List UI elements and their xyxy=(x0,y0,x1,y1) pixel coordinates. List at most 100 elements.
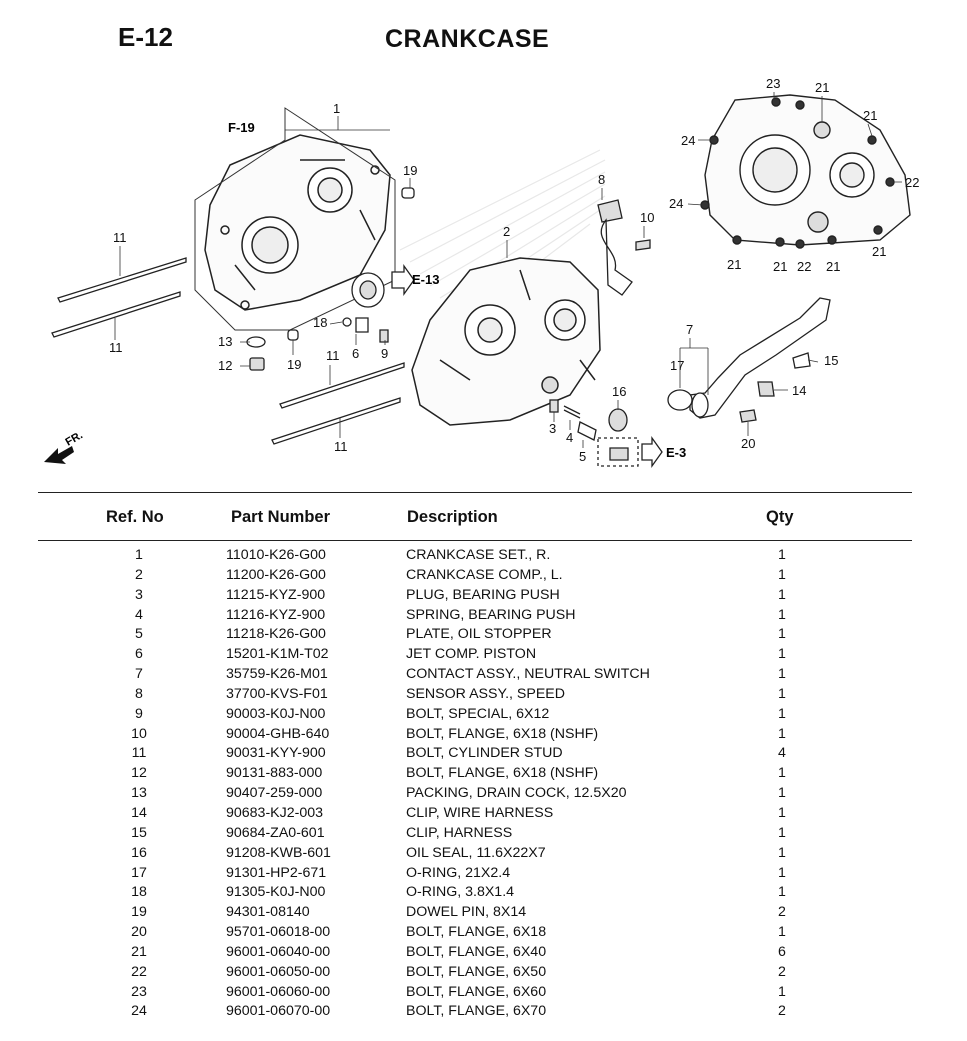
description-cell: CONTACT ASSY., NEUTRAL SWITCH xyxy=(406,666,650,683)
description-cell: BOLT, SPECIAL, 6X12 xyxy=(406,705,550,722)
qty-cell: 4 xyxy=(778,745,786,762)
ref-arrow-e13: E-13 xyxy=(391,263,439,297)
ref-cell: 10 xyxy=(131,725,147,742)
ref-f19: F-19 xyxy=(228,120,255,135)
callout-18: 18 xyxy=(313,315,327,330)
leader-lines xyxy=(114,92,902,448)
callout-3: 3 xyxy=(549,421,556,436)
part-number-cell: 11200-K26-G00 xyxy=(226,566,326,583)
qty-cell: 1 xyxy=(778,785,786,802)
description-cell: CLIP, WIRE HARNESS xyxy=(406,804,554,821)
qty-cell: 1 xyxy=(778,884,786,901)
ref-cell: 23 xyxy=(131,983,147,1000)
part-number-cell: 11218-K26-G00 xyxy=(226,626,326,643)
qty-cell: 1 xyxy=(778,666,786,683)
part-number-cell: 96001-06050-00 xyxy=(226,963,331,980)
part-number-cell: 90004-GHB-640 xyxy=(226,725,330,742)
exploded-parts-diagram: E-13 xyxy=(44,76,919,469)
description-cell: SENSOR ASSY., SPEED xyxy=(406,685,566,702)
qty-cell: 1 xyxy=(778,705,786,722)
description-cell: BOLT, CYLINDER STUD xyxy=(406,745,563,762)
callout-11d: 11 xyxy=(334,439,348,454)
callout-11c: 11 xyxy=(326,348,340,363)
callout-5: 5 xyxy=(579,449,586,464)
qty-cell: 1 xyxy=(778,606,786,623)
description-cell: BOLT, FLANGE, 6X50 xyxy=(406,963,547,980)
ref-cell: 22 xyxy=(131,963,147,980)
col-header-part-number: Part Number xyxy=(231,508,331,526)
qty-cell: 2 xyxy=(778,904,786,921)
callout-2: 2 xyxy=(503,224,510,239)
qty-cell: 1 xyxy=(778,824,786,841)
callout-10: 10 xyxy=(640,210,654,225)
part-number-cell: 90683-KJ2-003 xyxy=(226,804,324,821)
callout-7: 7 xyxy=(686,322,693,337)
ref-cell: 7 xyxy=(135,666,143,683)
callout-16: 16 xyxy=(612,384,626,399)
description-cell: PACKING, DRAIN COCK, 12.5X20 xyxy=(406,785,627,802)
callout-21c: 21 xyxy=(727,257,741,272)
callout-24a: 24 xyxy=(681,133,695,148)
honda-watermark xyxy=(399,149,606,323)
qty-cell: 1 xyxy=(778,646,786,663)
ref-cell: 3 xyxy=(135,586,143,603)
description-cell: BOLT, FLANGE, 6X70 xyxy=(406,1003,547,1020)
ref-cell: 8 xyxy=(135,685,143,702)
ref-cell: 5 xyxy=(135,626,143,643)
callout-9: 9 xyxy=(381,346,388,361)
crankcase-side-view xyxy=(700,94,911,249)
part-number-cell: 35759-K26-M01 xyxy=(226,666,328,683)
callout-24b: 24 xyxy=(669,196,683,211)
table-header-rule xyxy=(38,540,912,541)
part-number-cell: 90684-ZA0-601 xyxy=(226,824,325,841)
callout-11b: 11 xyxy=(109,340,123,355)
callout-23: 23 xyxy=(766,76,780,91)
small-parts xyxy=(246,187,831,467)
description-cell: JET COMP. PISTON xyxy=(406,646,537,663)
ref-cell: 20 xyxy=(131,924,147,941)
ref-cell: 21 xyxy=(131,943,147,960)
svg-text:FR.: FR. xyxy=(64,429,85,448)
ref-cell: 12 xyxy=(131,765,147,782)
part-number-cell: 91301-HP2-671 xyxy=(226,864,327,881)
description-cell: BOLT, FLANGE, 6X60 xyxy=(406,983,547,1000)
qty-cell: 2 xyxy=(778,1003,786,1020)
description-cell: SPRING, BEARING PUSH xyxy=(406,606,576,623)
callout-12: 12 xyxy=(218,358,232,373)
callout-11a: 11 xyxy=(113,230,127,245)
description-cell: O-RING, 3.8X1.4 xyxy=(406,884,515,901)
callout-20: 20 xyxy=(741,436,755,451)
qty-cell: 6 xyxy=(778,943,786,960)
gear xyxy=(351,272,385,308)
callout-8: 8 xyxy=(598,172,605,187)
table-row: 13 90407-259-000 PACKING, DRAIN COCK, 12.5… xyxy=(0,784,967,804)
part-number-cell: 90407-259-000 xyxy=(226,785,323,802)
ref-arrow-e3: E-3 xyxy=(641,435,686,469)
part-number-cell: 90131-883-000 xyxy=(226,765,323,782)
ref-cell: 19 xyxy=(131,904,147,921)
callout-13: 13 xyxy=(218,334,232,349)
description-cell: BOLT, FLANGE, 6X40 xyxy=(406,943,547,960)
ref-cell: 13 xyxy=(131,785,147,802)
qty-cell: 1 xyxy=(778,685,786,702)
qty-cell: 1 xyxy=(778,804,786,821)
description-cell: PLATE, OIL STOPPER xyxy=(406,626,552,643)
ref-cell: 24 xyxy=(131,1003,147,1020)
part-number-cell: 11010-K26-G00 xyxy=(226,547,326,563)
ref-cell: 4 xyxy=(135,606,143,623)
qty-cell: 1 xyxy=(778,864,786,881)
callout-21a: 21 xyxy=(815,80,829,95)
table-row: 7 35759-K26-M01 CONTACT ASSY., NEUTRAL SWI… xyxy=(0,665,967,685)
crankcase-right xyxy=(204,134,391,311)
